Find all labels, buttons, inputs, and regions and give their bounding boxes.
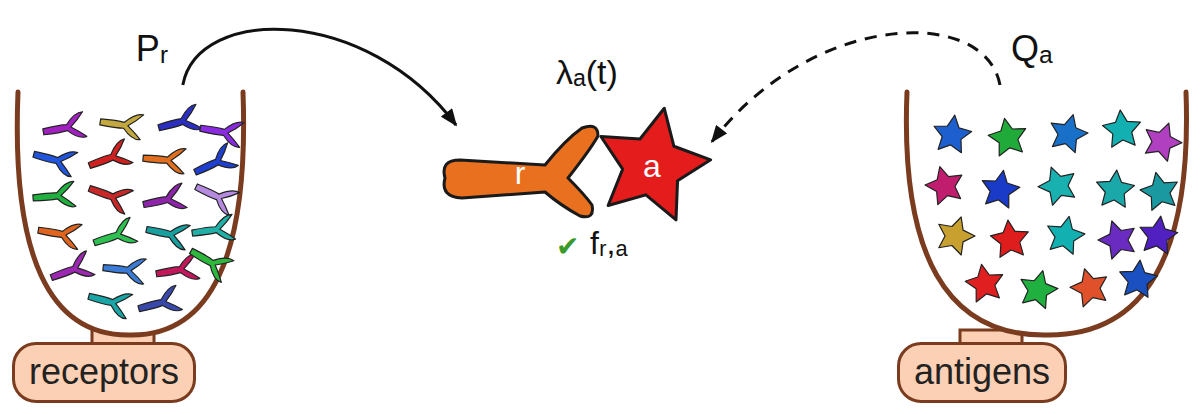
base-label: antigens — [897, 342, 1067, 403]
shape-label: a — [643, 150, 661, 182]
dashed-arrow — [712, 33, 1000, 142]
base-label: receptors — [12, 342, 196, 403]
shape-label: r — [515, 157, 526, 189]
antigen-pool — [921, 108, 1186, 310]
bowl — [17, 92, 243, 335]
bowl-node: receptors — [10, 85, 250, 405]
edge-label: Qₐ — [1008, 27, 1055, 70]
check-mark: ✔ — [556, 230, 579, 264]
antigen-shape — [587, 97, 719, 225]
affinity-label: fᵣ,ₐ — [590, 224, 627, 262]
receptor-node: r — [440, 125, 600, 220]
bowl-node: antigens — [895, 85, 1195, 405]
bowl — [906, 92, 1186, 335]
edge-label: Pᵣ — [133, 27, 172, 70]
receptor-shape — [444, 126, 598, 217]
arrow — [183, 29, 456, 125]
receptor-pool — [31, 104, 244, 320]
rate-label: λₐ(t) — [556, 52, 618, 93]
antigen-node: a — [592, 105, 712, 227]
